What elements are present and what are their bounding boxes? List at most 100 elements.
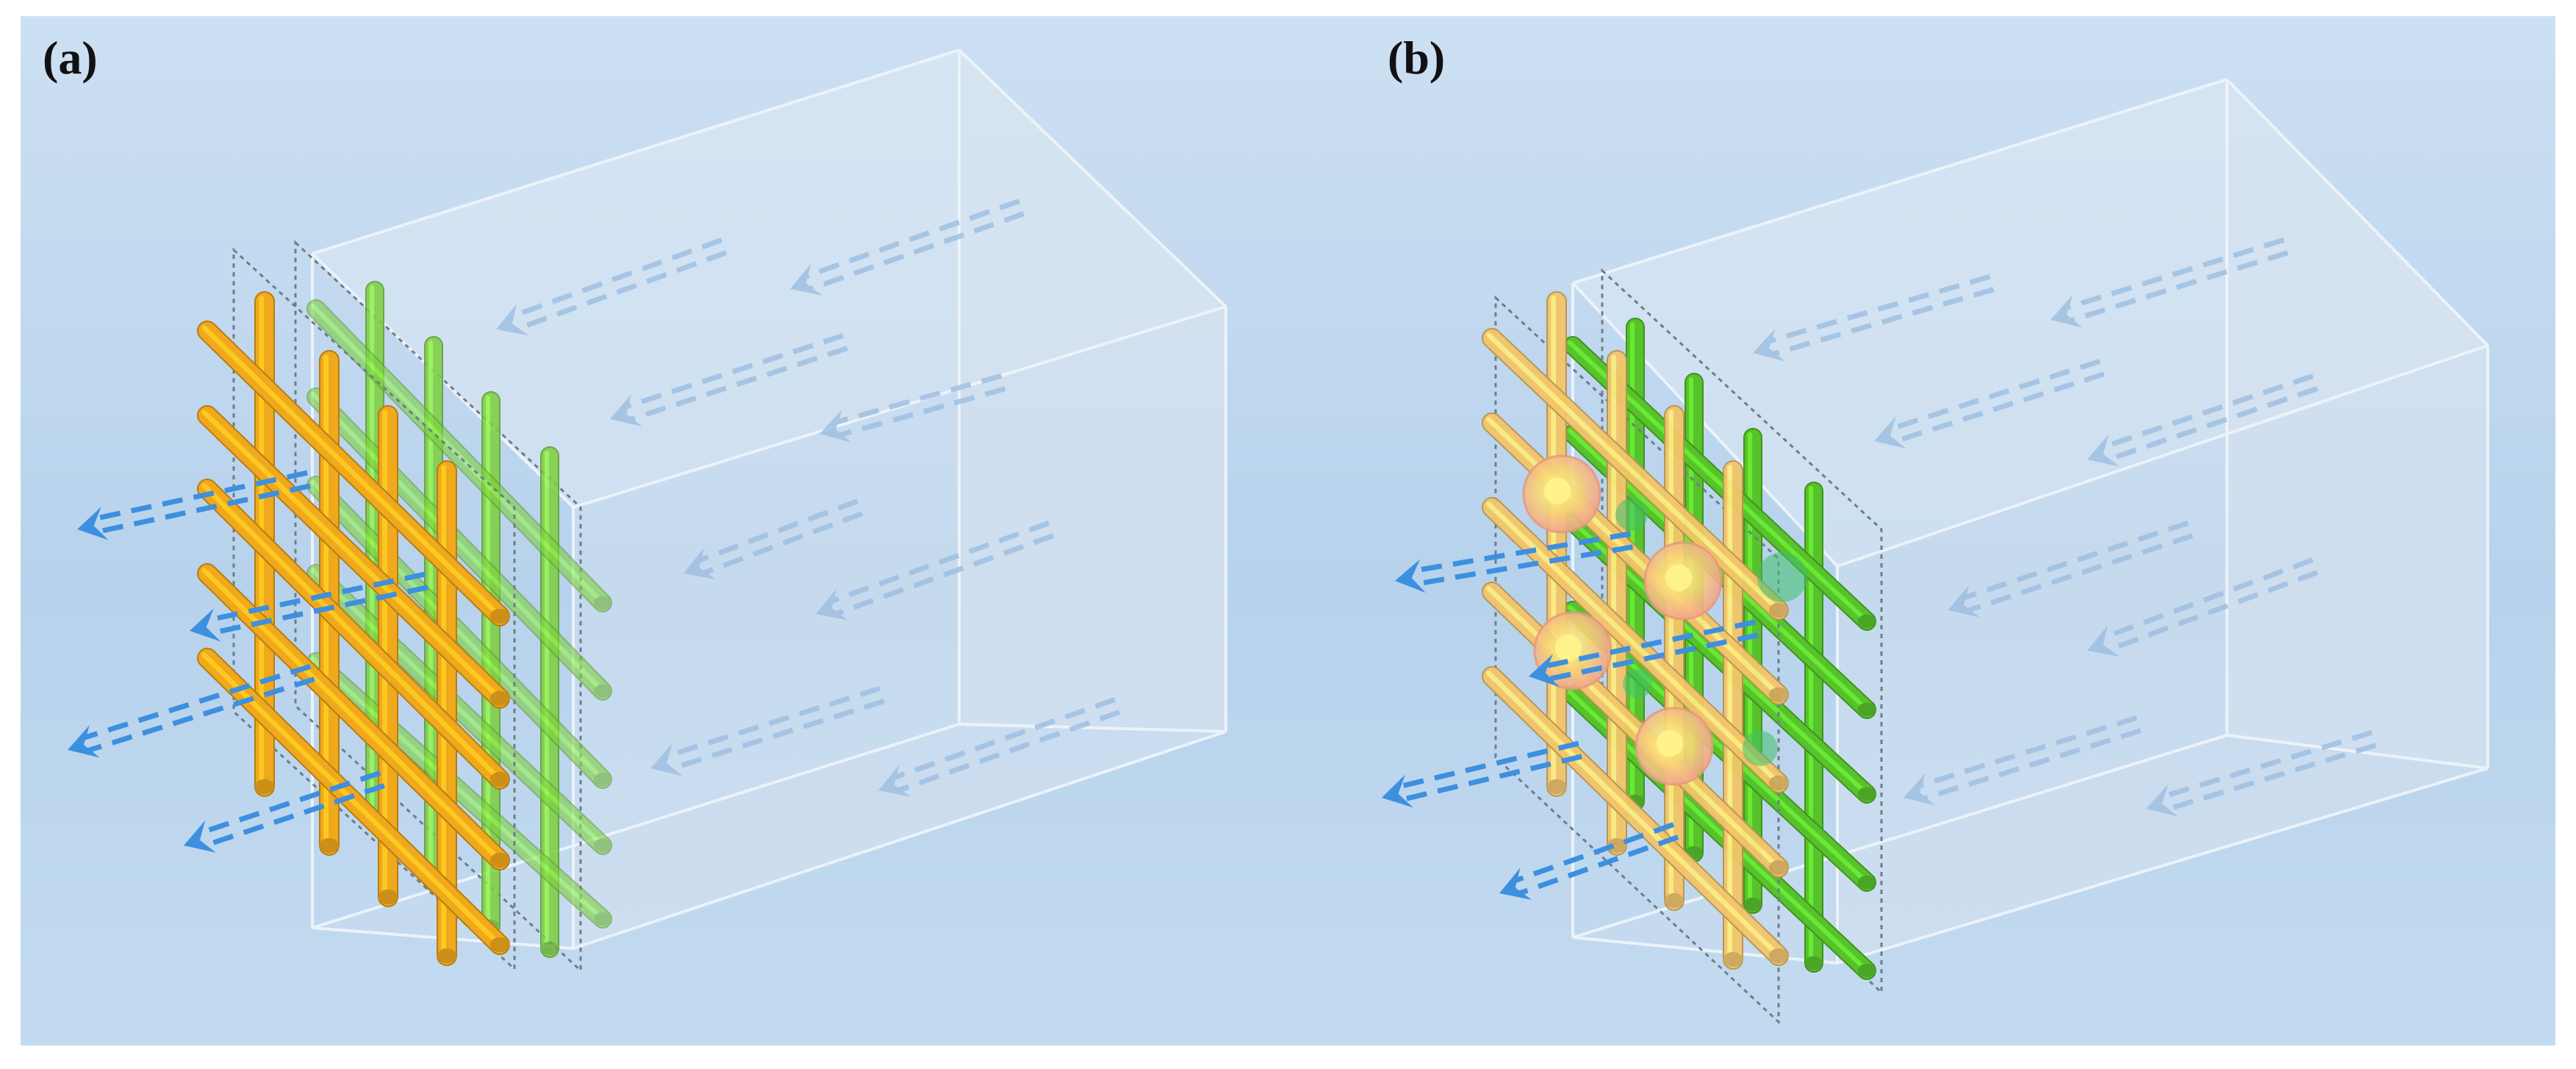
arrow-dash-line (1765, 273, 1991, 345)
rod-end-cap (489, 937, 510, 953)
rod-end-cap (1857, 702, 1876, 717)
cylinder-rod (1607, 350, 1627, 856)
arrow-dash-line (835, 386, 1006, 439)
arrow-dash-line (1959, 521, 2189, 602)
arrow-dash-line (662, 685, 881, 760)
rod-end-cap (593, 684, 612, 698)
dashed-flow-arrow (816, 521, 1055, 621)
rod-end-cap (593, 772, 612, 787)
arrow-dash-line (894, 709, 1121, 794)
arrow-dash-line (622, 333, 844, 411)
arrow-dash-line (806, 211, 1025, 293)
arrow-head (190, 608, 221, 642)
rod-highlight (201, 483, 500, 779)
rod-end-cap (1768, 948, 1789, 964)
particle-core (1656, 729, 1684, 757)
arrow-dash-line (1515, 834, 1679, 897)
dashed-flow-arrow (819, 373, 1006, 443)
flow-arrows-outlet (1382, 531, 1759, 900)
arrow-head (496, 304, 529, 336)
dashed-flow-arrow (2146, 729, 2377, 817)
arrow-dash-line (1408, 531, 1632, 574)
rod-end-cap (489, 771, 510, 787)
rod-body (308, 389, 611, 699)
rod-end-cap (1857, 875, 1876, 890)
rod-body (308, 565, 611, 854)
dashed-flow-arrow (790, 199, 1025, 296)
arrow-dash-line (1919, 728, 2142, 802)
flow-arrows-outlet (68, 470, 428, 853)
arrow-head (1499, 868, 1532, 900)
rod-end-cap (593, 596, 612, 610)
rod-end-cap (1857, 614, 1876, 629)
arrow-head (1529, 654, 1560, 687)
arrow-head (68, 725, 100, 758)
dashed-flow-arrow (1874, 359, 2105, 449)
arrow-head (2087, 434, 2120, 467)
rod-highlight (1486, 671, 1779, 956)
box-edge (1571, 282, 1839, 568)
box-side-face (2227, 79, 2488, 768)
dashed-flow-arrow (684, 498, 864, 580)
rod-highlight (1486, 586, 1779, 868)
box-edge (573, 730, 1227, 950)
rod-end-cap (593, 912, 612, 926)
dashed-flow-arrow (650, 685, 885, 776)
captured-particle (1757, 552, 1807, 602)
arrow-dash-line (507, 237, 723, 321)
rod-end-cap (1768, 859, 1789, 876)
rod-end-cap (1664, 893, 1685, 909)
arrow-dash-line (83, 676, 315, 754)
arrow-dash-line (889, 697, 1116, 782)
panel-a: (a) (43, 32, 1227, 973)
rod-body (308, 301, 611, 611)
rod-end-cap (1743, 897, 1762, 912)
rod-end-cap (1857, 787, 1876, 801)
dashed-flow-arrow (77, 470, 311, 540)
rod-end-cap (489, 608, 510, 624)
box-edge (312, 49, 960, 255)
panel-a-label: (a) (43, 32, 98, 84)
box-side-face (959, 50, 1226, 732)
flow-arrows-inside (496, 199, 1121, 797)
particles (1522, 454, 1807, 786)
rod-highlight (201, 568, 500, 860)
rod-end-cap (254, 779, 275, 795)
arrow-head (1382, 774, 1413, 808)
captured-particle (1623, 669, 1652, 698)
panel-b: (b) (1382, 32, 2489, 1025)
rod-end-cap (1768, 602, 1789, 618)
rod-body (308, 654, 611, 927)
rod-highlight (201, 325, 500, 616)
arrow-dash-line (831, 373, 1002, 426)
arrow-head (878, 765, 911, 797)
dashed-flow-arrow (878, 697, 1121, 797)
rod-end-cap (1804, 956, 1823, 970)
arrow-dash-line (831, 533, 1055, 618)
dashed-flow-arrow (2087, 373, 2319, 467)
cylinder-rod (1482, 328, 1789, 621)
dashed-flow-arrow (1499, 822, 1679, 900)
rod-end-cap (378, 889, 398, 905)
arrow-dash-line (2161, 743, 2377, 813)
arrow-head (1948, 584, 1980, 618)
arrow-dash-line (90, 470, 308, 523)
rod-end-cap (319, 837, 340, 854)
mesh-plane-outline (232, 247, 516, 972)
arrow-head (650, 743, 683, 776)
rod-highlight (1486, 501, 1779, 783)
dashed-flow-arrow (1395, 531, 1634, 593)
rod-highlight (1486, 332, 1779, 610)
box-edge (1837, 344, 2489, 568)
cylinder-rod (1482, 497, 1789, 793)
cylinder-rod (1664, 405, 1685, 911)
front-mesh (197, 247, 516, 972)
rod-end-cap (540, 941, 559, 956)
arrow-head (1395, 559, 1426, 593)
dashed-flow-arrow (610, 333, 848, 426)
particle-core (1665, 564, 1693, 592)
arrow-head (610, 394, 642, 426)
arrow-head (1874, 416, 1906, 449)
box-top-face (1573, 79, 2488, 566)
